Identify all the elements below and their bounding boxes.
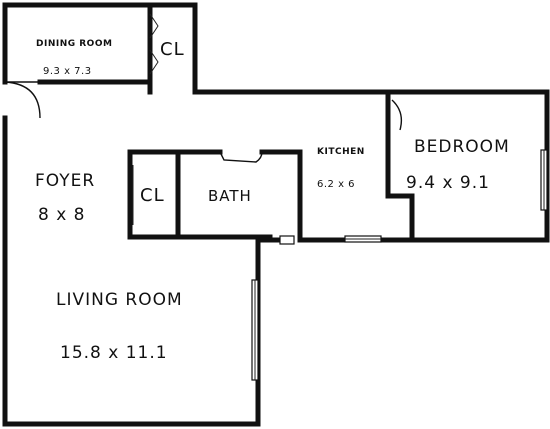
bath-door-swing: [219, 151, 263, 163]
kitchen-name: KITCHEN: [317, 147, 365, 157]
bedroom-name: BEDROOM: [414, 137, 510, 157]
bath-label: BATH: [208, 187, 252, 205]
living-room-size: 15.8 x 11.1: [60, 343, 168, 363]
bedroom-kitchen-wall: [385, 89, 415, 243]
exterior-wall-top-right: [2, 2, 550, 243]
room-labels: DINING ROOM 9.3 x 7.3 CL FOYER 8 x 8 CL …: [35, 39, 510, 363]
interior-walls: [37, 7, 415, 243]
kitchen-size: 6.2 x 6: [317, 179, 355, 190]
closet-mid-label: CL: [140, 185, 165, 206]
foyer-name: FOYER: [35, 171, 95, 191]
entry-door-swing: [4, 81, 41, 119]
bedroom-door-swing: [391, 99, 403, 131]
foyer-size: 8 x 8: [38, 205, 86, 225]
bath-vent: [279, 235, 295, 245]
living-room-name: LIVING ROOM: [56, 290, 183, 310]
doors: [4, 13, 403, 225]
dining-closet-bifold: [149, 13, 159, 75]
dining-room-size: 9.3 x 7.3: [43, 66, 92, 77]
windows: [251, 149, 548, 381]
closet-top-label: CL: [160, 39, 185, 60]
dining-room-name: DINING ROOM: [36, 39, 112, 49]
bath-top-wall-right: [259, 149, 303, 243]
bedroom-size: 9.4 x 9.1: [406, 173, 490, 193]
